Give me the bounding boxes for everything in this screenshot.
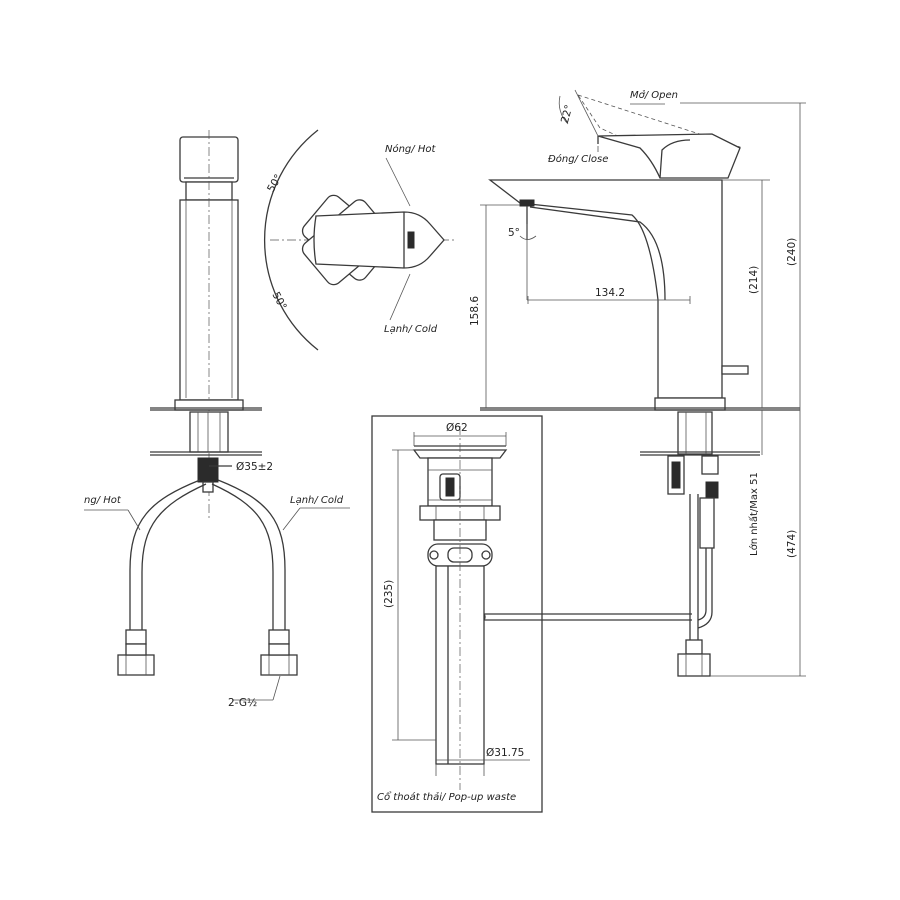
waste-length: (235) — [383, 580, 395, 608]
cold-rotation-label: Lạnh/ Cold — [384, 324, 438, 335]
hot-rotation-label: Nóng/ Hot — [385, 143, 436, 155]
front-view — [84, 130, 350, 701]
hot-hose-label: ng/ Hot — [84, 495, 122, 506]
side-hose-nut — [677, 653, 711, 677]
spout-reach: 134.2 — [595, 287, 625, 299]
waste-top-diameter: Ø62 — [446, 422, 468, 434]
side-body — [488, 179, 723, 399]
angle-5: 5° — [508, 227, 520, 239]
side-view — [474, 89, 806, 677]
cold-hose-nut — [260, 654, 298, 676]
cold-hose-label: Lạnh/ Cold — [290, 495, 344, 506]
spout-height: 158.6 — [469, 296, 481, 326]
popup-waste-label: Cổ thoát thải/ Pop-up waste — [377, 790, 516, 803]
top-view — [263, 129, 455, 351]
open-label: Mở/ Open — [630, 89, 678, 101]
popup-waste-view — [371, 415, 543, 813]
front-nut — [197, 457, 219, 483]
waste-bottom-diameter: Ø31.75 — [486, 747, 524, 759]
angle-hot: 50° — [265, 172, 285, 194]
length-474: (474) — [786, 530, 798, 558]
popup-waste-frame — [371, 415, 543, 813]
handle-center-position — [313, 211, 445, 269]
waste-flange — [412, 449, 508, 459]
height-214: (214) — [748, 266, 760, 294]
max-thickness-label: Lớn nhất/Max 51 — [748, 472, 760, 556]
angle-cold: 50° — [269, 290, 288, 312]
side-handle — [597, 133, 741, 179]
close-label: Đóng/ Close — [548, 153, 608, 165]
thread-label: 2-G½ — [228, 697, 257, 709]
hot-hose-nut — [117, 654, 155, 676]
height-240: (240) — [786, 238, 798, 266]
angle-22: 22° — [559, 103, 575, 124]
hole-diameter: Ø35±2 — [236, 461, 273, 473]
